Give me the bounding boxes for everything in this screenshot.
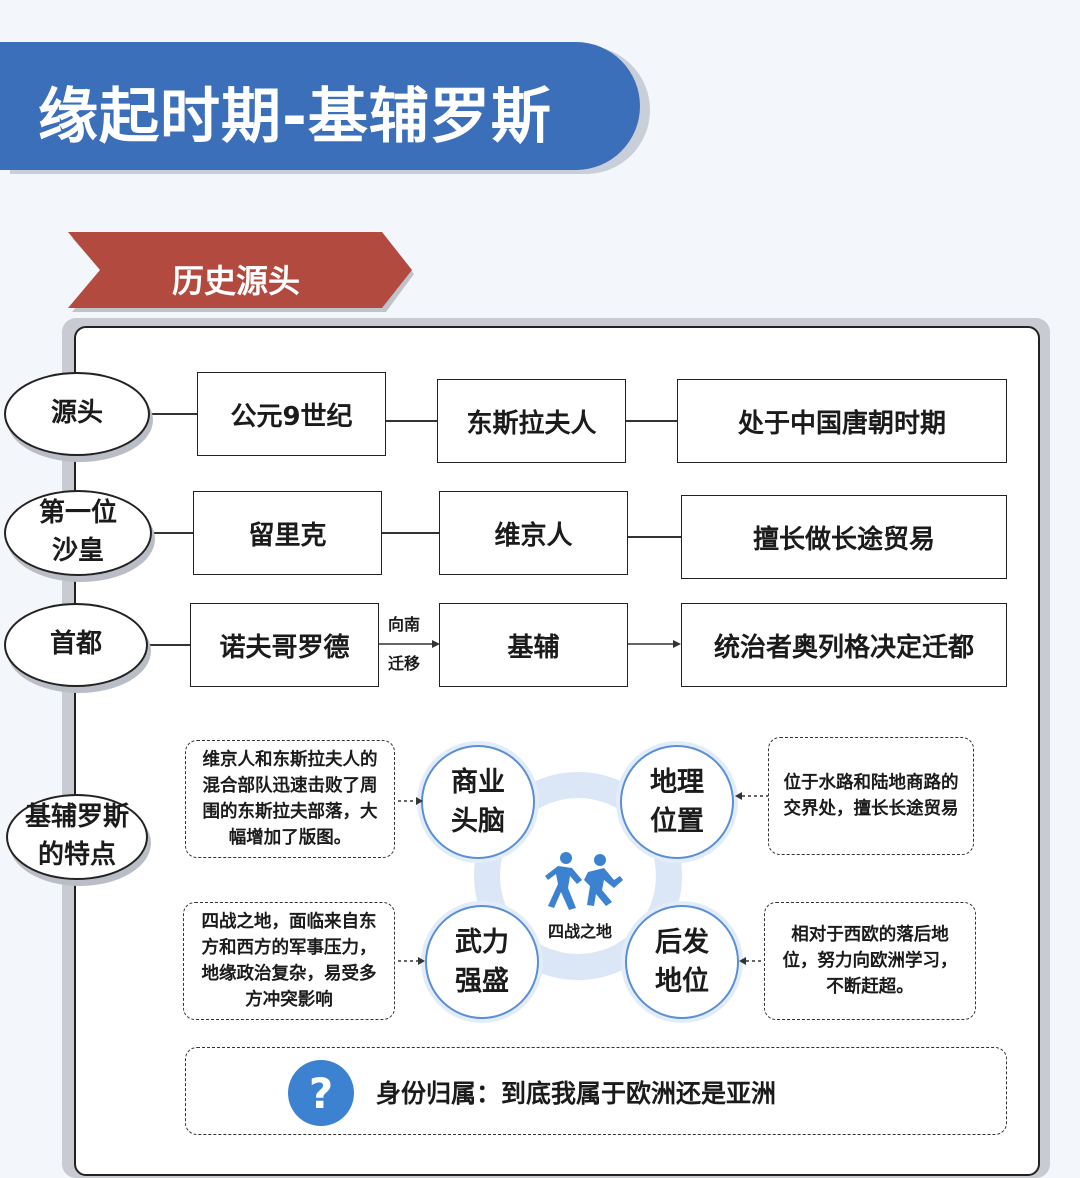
people-fighting-icon	[545, 852, 623, 910]
circle-line: 头脑	[451, 806, 505, 837]
dotted-arrow	[392, 957, 425, 965]
row-item: 维京人	[439, 491, 628, 575]
question-text: 身份归属：到底我属于欧洲还是亚洲	[376, 1079, 777, 1108]
label-line: 沙皇	[51, 536, 104, 566]
row-item: 统治者奥列格决定迁都	[681, 603, 1007, 687]
circle-line: 后发	[655, 926, 709, 958]
connector-line	[381, 532, 440, 534]
circle-line: 地位	[655, 966, 709, 997]
row-label-origin: 源头	[4, 372, 150, 456]
feature-circle-latecomer: 后发 地位	[625, 905, 739, 1019]
circle-line: 位置	[650, 806, 704, 837]
circle-line: 地理	[650, 766, 704, 798]
connector-line	[152, 532, 194, 534]
dotted-arrow	[735, 792, 770, 800]
feature-note: 位于水路和陆地商路的交界处，擅长长途贸易	[768, 737, 974, 855]
connector-line	[627, 536, 682, 538]
row-item: 东斯拉夫人	[437, 379, 626, 463]
circle-line: 武力	[455, 926, 509, 958]
row-item: 处于中国唐朝时期	[677, 379, 1007, 463]
connector-line	[146, 644, 191, 646]
feature-circle-geography: 地理 位置	[620, 745, 734, 859]
arrow-label: 向南	[388, 615, 421, 634]
label-line: 的特点	[37, 840, 116, 870]
feature-circle-military: 武力 强盛	[425, 905, 539, 1019]
row-label-features: 基辅罗斯 的特点	[6, 794, 148, 880]
center-label: 四战之地	[548, 922, 613, 941]
row-item: 擅长做长途贸易	[681, 495, 1007, 579]
arrow-connector	[378, 640, 440, 648]
row-label-capital: 首都	[4, 603, 148, 687]
label-line: 基辅罗斯	[24, 802, 129, 833]
feature-note: 维京人和东斯拉夫人的混合部队迅速击败了周围的东斯拉夫部落，大幅增加了版图。	[185, 740, 395, 858]
label-line: 第一位	[38, 498, 117, 529]
title-banner	[0, 42, 640, 170]
row-item: 公元9世纪	[197, 372, 386, 456]
section-title: 历史源头	[172, 262, 301, 300]
dotted-arrow	[392, 797, 423, 805]
page-title: 缘起时期-基辅罗斯	[38, 82, 552, 152]
row-item: 诺夫哥罗德	[190, 603, 379, 687]
feature-circle-commerce: 商业 头脑	[421, 745, 535, 859]
arrow-label: 迁移	[388, 654, 421, 673]
arrow-connector	[627, 640, 681, 648]
row-item: 留里克	[193, 491, 382, 575]
section-ribbon	[68, 232, 414, 312]
question-mark-icon: ?	[288, 1060, 354, 1126]
circle-line: 强盛	[455, 966, 509, 997]
feature-note: 相对于西欧的落后地位，努力向欧洲学习，不断赶超。	[764, 902, 976, 1020]
connector-line	[625, 420, 678, 422]
circle-line: 商业	[451, 766, 505, 798]
row-label-first-tsar: 第一位 沙皇	[4, 490, 152, 576]
connector-line	[148, 413, 198, 415]
feature-note: 四战之地，面临来自东方和西方的军事压力，地缘政治复杂，易受多方冲突影响	[183, 902, 395, 1020]
row-item: 基辅	[439, 603, 628, 687]
connector-line	[385, 420, 438, 422]
